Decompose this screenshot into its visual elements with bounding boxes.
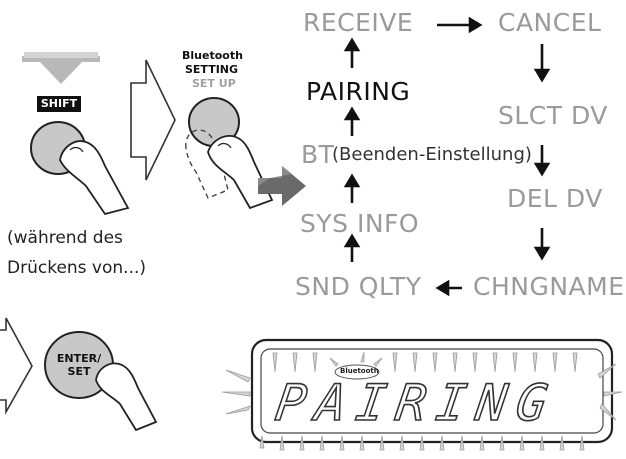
menu-arrows — [343, 16, 551, 297]
menu-item-bt: BT — [301, 140, 335, 169]
bluetooth-badge-label: Bluetooth — [340, 367, 379, 375]
menu-item-del-dv: DEL DV — [507, 184, 603, 213]
press-down-arrow-icon — [22, 52, 100, 84]
enter-label-line-1: ENTER/ — [56, 352, 102, 365]
lcd-text: PAIRING — [271, 373, 561, 433]
menu-item-snd-qlty: SND QLTY — [295, 272, 422, 301]
menu-item-bt-note: (Beenden-Einstellung) — [332, 144, 532, 165]
menu-item-slct-dv: SLCT DV — [498, 101, 608, 130]
menu-item-sys-info: SYS INFO — [300, 209, 420, 238]
menu-item-receive: RECEIVE — [303, 8, 414, 37]
bluetooth-label: Bluetooth — [182, 49, 243, 62]
caption-line-2: Drückens von...) — [7, 258, 147, 278]
right-arrow-icon — [258, 166, 306, 206]
caption-line-1: (während des — [7, 228, 123, 248]
flash-rays-icon — [221, 351, 623, 451]
bluetooth-indicator — [334, 364, 380, 380]
shift-key-label[interactable]: SHIFT — [37, 96, 81, 112]
menu-item-chngname: CHNGNAME — [473, 272, 625, 301]
finger-press-icon — [185, 129, 274, 210]
setting-label[interactable]: SETTING — [185, 63, 239, 76]
lcd-display — [250, 338, 614, 444]
finger-press-icon — [95, 362, 158, 432]
finger-press-icon — [59, 140, 130, 216]
enter-set-button[interactable]: ENTER/ SET — [56, 352, 102, 378]
set-up-label: SET UP — [192, 77, 236, 90]
step-arrow-icon — [0, 317, 33, 416]
menu-item-cancel: CANCEL — [498, 8, 602, 37]
menu-item-pairing: PAIRING — [306, 77, 411, 106]
enter-label-line-2: SET — [67, 365, 91, 378]
step-arrow-icon — [130, 59, 176, 181]
